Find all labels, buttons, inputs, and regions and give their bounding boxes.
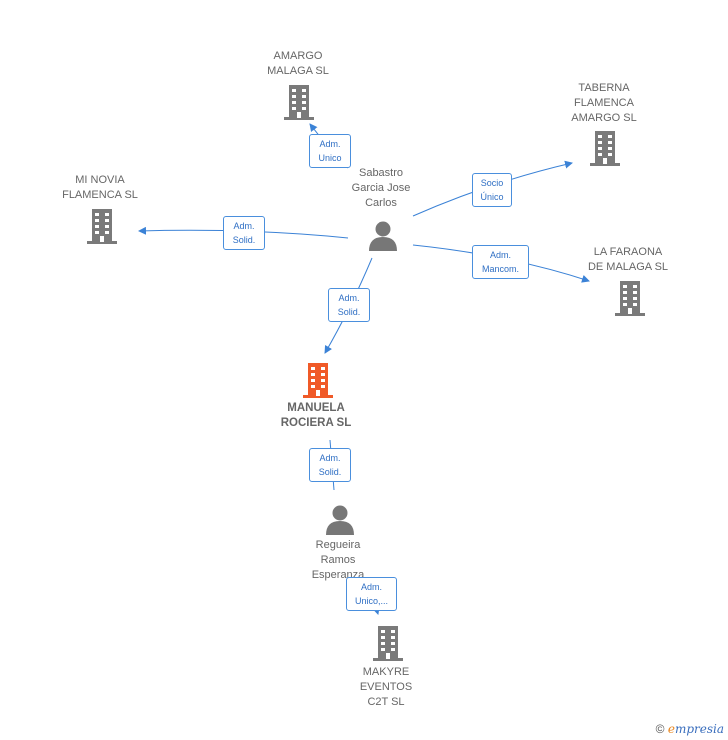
building-icon[interactable]: [589, 130, 621, 166]
node-label-manuela: MANUELA ROCIERA SL: [280, 402, 352, 429]
edge-label-adm-mancom[interactable]: Adm. Mancom.: [472, 245, 529, 279]
node-label-minovia: MI NOVIA FLAMENCA SL: [62, 174, 138, 201]
node-label-amargo: AMARGO MALAGA SL: [267, 50, 329, 77]
copyright-icon: ©: [655, 722, 665, 736]
building-icon[interactable]: [372, 625, 404, 661]
edge-label-adm-unico-more[interactable]: Adm. Unico,...: [346, 577, 397, 611]
node-label-faraona: LA FARAONA DE MALAGA SL: [587, 246, 669, 273]
edge-label-adm-solid[interactable]: Adm. Solid.: [328, 288, 370, 322]
footer-credit: © empresia: [656, 722, 724, 736]
person-icon[interactable]: [325, 504, 355, 536]
node-label-sabastro: Sabastro Garcia Jose Carlos: [351, 167, 411, 209]
edge-label-adm-solid[interactable]: Adm. Solid.: [223, 216, 265, 250]
node-label-taberna: TABERNA FLAMENCA AMARGO SL: [571, 82, 637, 124]
brand-logo-text: mpresia: [674, 722, 724, 736]
building-icon[interactable]: [86, 208, 118, 244]
brand-logo-initial: e: [667, 722, 675, 736]
building-icon[interactable]: [614, 280, 646, 316]
edge-label-adm-unico[interactable]: Adm. Unico: [309, 134, 351, 168]
person-icon[interactable]: [368, 220, 398, 252]
node-label-makyre: MAKYRE EVENTOS C2T SL: [359, 666, 413, 708]
building-icon[interactable]: [283, 84, 315, 120]
main-building-icon[interactable]: [302, 362, 334, 398]
edge-label-adm-solid[interactable]: Adm. Solid.: [309, 448, 351, 482]
edge-label-socio-unico[interactable]: Socio Único: [472, 173, 512, 207]
